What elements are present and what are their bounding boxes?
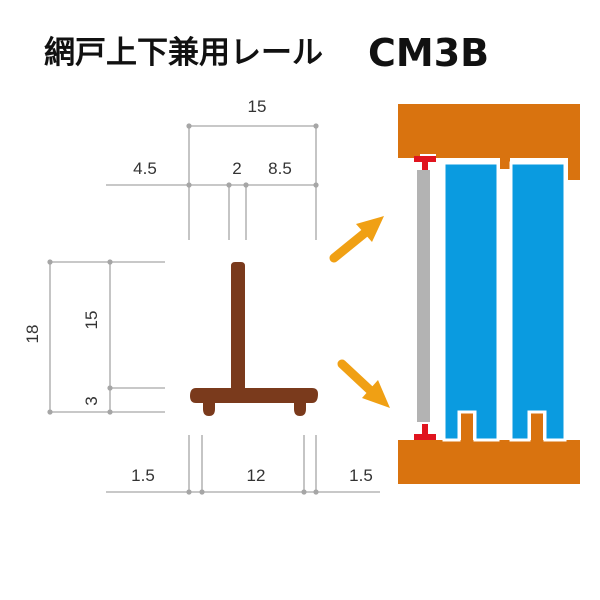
- screen-mesh: [417, 170, 430, 422]
- dim-side-lower: 3: [82, 396, 101, 405]
- dim-bottom-right: 1.5: [349, 466, 373, 485]
- dim-top-middle: 2: [232, 159, 241, 178]
- rail-cross-section: [190, 262, 318, 416]
- bottom-rail-marker: [414, 424, 436, 440]
- bottom-frame: [398, 444, 580, 484]
- dim-side-upper: 15: [82, 311, 101, 330]
- dim-bottom-middle: 12: [247, 466, 266, 485]
- product-code: CM3B: [368, 31, 489, 75]
- dimension-dots: [47, 123, 319, 495]
- arrow-up-right-icon: [329, 216, 384, 263]
- dim-top-overall: 15: [248, 97, 267, 116]
- dim-side-overall: 18: [23, 325, 42, 344]
- window-sash-right: [509, 161, 567, 442]
- installation-view: [398, 104, 580, 484]
- dim-top-left: 4.5: [133, 159, 157, 178]
- dimension-lines: [49, 125, 380, 493]
- top-frame: [398, 104, 580, 154]
- top-rail-marker: [414, 156, 436, 170]
- dim-top-right: 8.5: [268, 159, 292, 178]
- window-sash-left: [442, 161, 500, 442]
- arrow-down-right-icon: [337, 359, 390, 408]
- dim-bottom-left: 1.5: [131, 466, 155, 485]
- product-name: 網戸上下兼用レール: [44, 35, 323, 71]
